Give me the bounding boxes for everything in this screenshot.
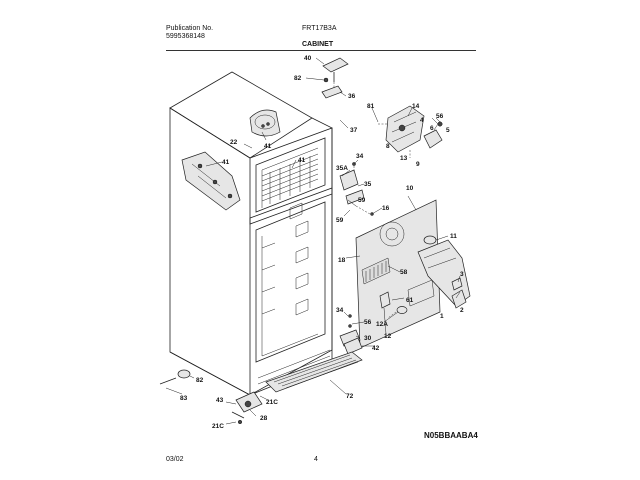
evaporator-cover-panel [355, 199, 441, 349]
callout-6: 6 [430, 125, 434, 132]
publication-number: 5995368148 [166, 33, 205, 40]
callout-18: 18 [338, 257, 346, 264]
callout-28: 28 [260, 415, 268, 422]
callout-21c: 21C [266, 399, 278, 406]
callout-40: 40 [304, 55, 312, 62]
callout-59b: 59 [336, 217, 344, 224]
callout-56b: 56 [364, 319, 372, 326]
leveling-leg [159, 369, 191, 385]
callout-34: 34 [356, 153, 364, 160]
diagram-code: N05BBAABA4 [424, 431, 478, 440]
callout-4: 4 [420, 117, 424, 124]
callout-16: 16 [382, 205, 390, 212]
callout-30: 30 [364, 335, 372, 342]
callout-59: 59 [358, 197, 366, 204]
leader-lines [165, 57, 461, 425]
small-clips [379, 277, 467, 309]
callout-81: 81 [367, 103, 375, 110]
callout-labels: 40 82 36 37 22 41 41 81 14 56 8 4 6 13 5… [180, 55, 464, 430]
callout-82b: 82 [196, 377, 204, 384]
callout-43: 43 [216, 397, 224, 404]
callout-41: 41 [264, 143, 272, 150]
callout-2: 2 [460, 307, 464, 314]
bottom-hinge-roller [231, 391, 263, 425]
callout-12a: 12A [376, 321, 388, 328]
control-assembly [378, 105, 443, 158]
callout-12: 12 [384, 333, 392, 340]
lower-bracket-assembly [339, 306, 408, 355]
top-air-diffuser [249, 109, 281, 137]
header-divider [166, 50, 476, 51]
callout-13: 13 [400, 155, 408, 162]
air-duct [417, 235, 471, 307]
callout-10: 10 [406, 185, 414, 192]
callout-58: 58 [400, 269, 408, 276]
callout-34b: 34 [336, 307, 344, 314]
callout-9: 9 [416, 161, 420, 168]
callout-37: 37 [350, 127, 358, 134]
callout-14: 14 [412, 103, 420, 110]
callout-35a: 35A [336, 165, 348, 172]
callout-41b: 41 [222, 159, 230, 166]
callout-5: 5 [446, 127, 450, 134]
callout-35: 35 [364, 181, 372, 188]
callout-36: 36 [348, 93, 356, 100]
callout-3: 3 [460, 271, 464, 278]
section-title: CABINET [302, 41, 334, 48]
callout-83: 83 [180, 395, 188, 402]
callout-56: 56 [436, 113, 444, 120]
callout-42: 42 [372, 345, 380, 352]
callout-8: 8 [386, 143, 390, 150]
callout-72: 72 [346, 393, 354, 400]
callout-11: 11 [450, 233, 457, 240]
toe-grille [265, 351, 363, 393]
callout-41c: 41 [298, 157, 306, 164]
model-number: FRT17B3A [302, 25, 337, 32]
callout-82: 82 [294, 75, 302, 82]
callout-22: 22 [230, 139, 238, 146]
callout-61: 61 [406, 297, 414, 304]
callout-1: 1 [440, 313, 444, 320]
footer-date: 03/02 [166, 456, 184, 463]
publication-label: Publication No. [166, 25, 214, 32]
mounting-brackets [339, 162, 374, 216]
footer-page-number: 4 [314, 456, 318, 463]
top-hinge-assembly [321, 57, 349, 99]
left-hinge-bracket [181, 151, 241, 211]
callout-21c-b: 21C [212, 423, 224, 430]
